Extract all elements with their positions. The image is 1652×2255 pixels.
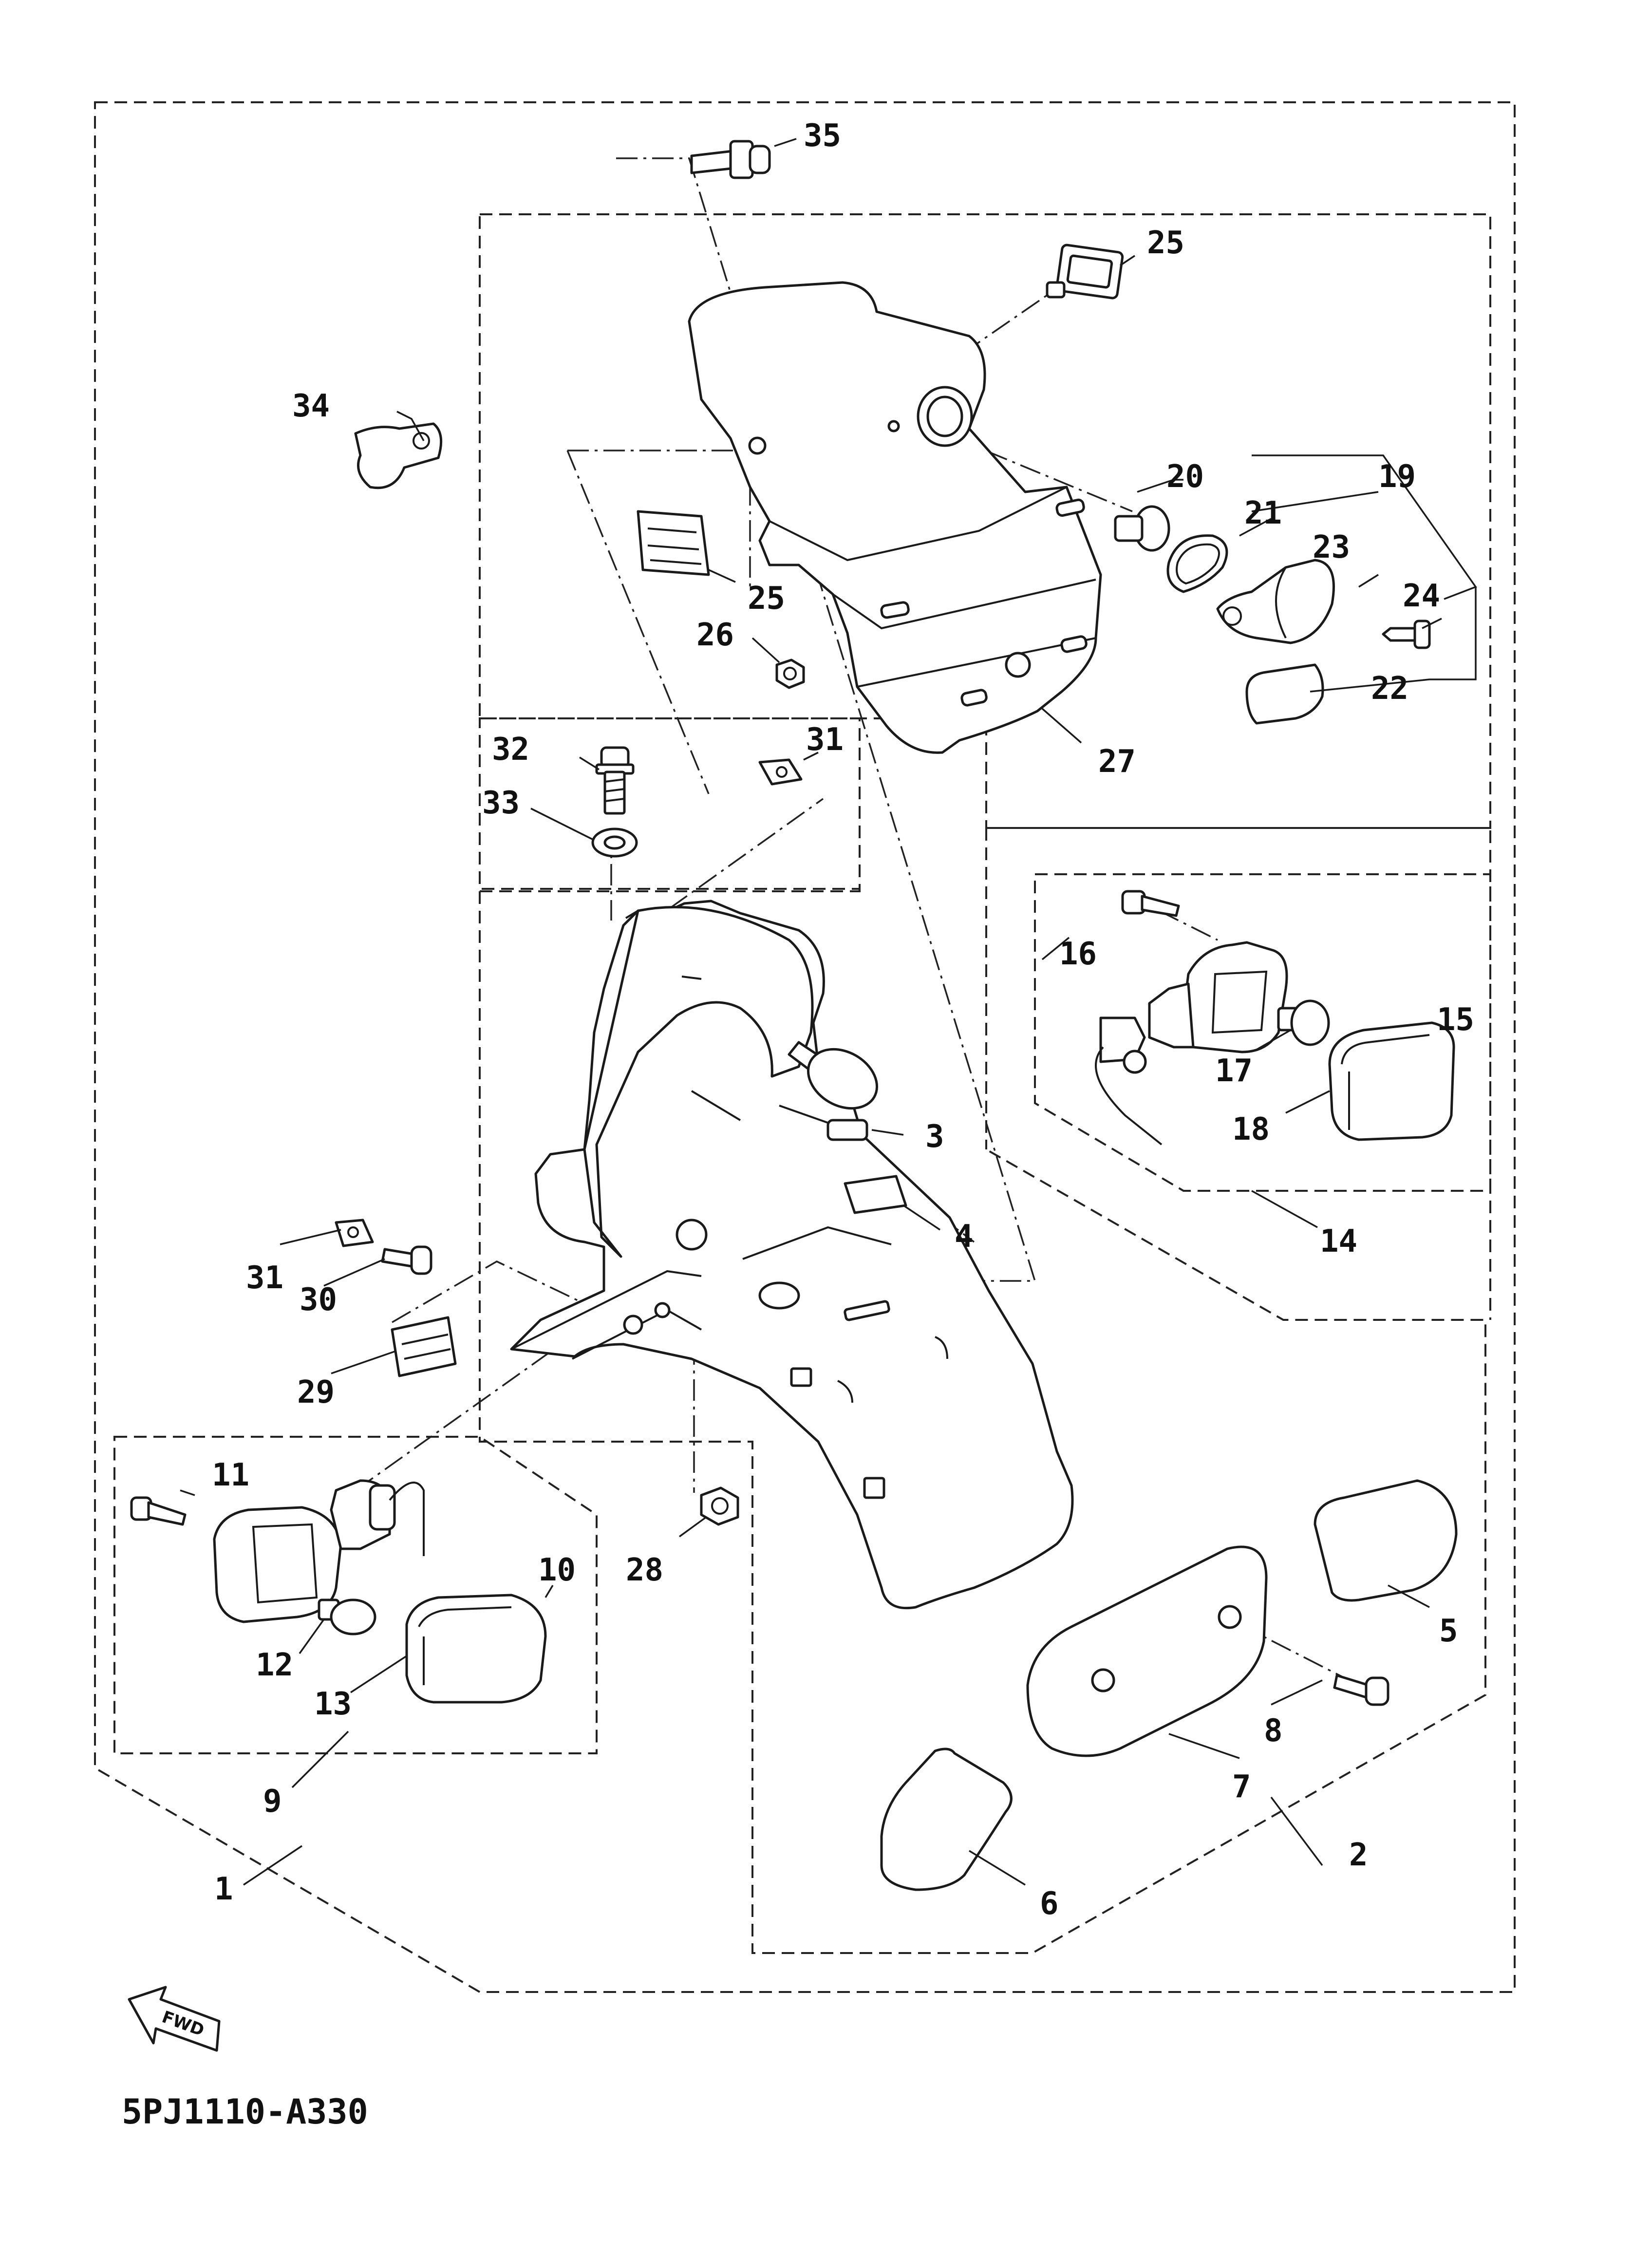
callout-29: 29 bbox=[297, 1374, 335, 1410]
assembly-2-boundary bbox=[479, 889, 1486, 1954]
callout-31-upper: 31 bbox=[806, 722, 844, 758]
callout-5: 5 bbox=[1439, 1613, 1458, 1649]
callout-17: 17 bbox=[1215, 1053, 1253, 1089]
callout-2: 2 bbox=[1349, 1837, 1368, 1873]
nut-28 bbox=[700, 1486, 739, 1526]
callout-3: 3 bbox=[925, 1119, 944, 1155]
callout-15: 15 bbox=[1437, 1002, 1474, 1038]
callout-30: 30 bbox=[300, 1282, 337, 1318]
assembly-14-inner-boundary bbox=[1034, 873, 1491, 1192]
bracket-27 bbox=[688, 281, 1102, 754]
lens-4 bbox=[844, 1175, 907, 1214]
assembly-14-boundary bbox=[985, 827, 1491, 1320]
callout-9: 9 bbox=[263, 1784, 282, 1820]
screw-16 bbox=[1121, 890, 1180, 917]
bolt-32 bbox=[595, 746, 635, 815]
centerline-signal-16 bbox=[1159, 910, 1218, 941]
callout-33: 33 bbox=[482, 785, 520, 821]
turn-signal-14-housing bbox=[1095, 941, 1288, 1146]
lamp-housing-23 bbox=[1216, 559, 1335, 644]
callout-14: 14 bbox=[1320, 1223, 1357, 1259]
bolt-group-boundary bbox=[479, 717, 861, 890]
rear-fender bbox=[510, 900, 1074, 1610]
reference-code: 5PJ1110-A330 bbox=[122, 2092, 368, 2132]
callout-31-lower: 31 bbox=[246, 1260, 283, 1296]
assembly-1-boundary bbox=[94, 101, 1516, 1993]
lens-15 bbox=[1328, 1021, 1455, 1141]
bulb-20 bbox=[1114, 505, 1170, 552]
callout-4: 4 bbox=[955, 1219, 974, 1255]
callout-23: 23 bbox=[1313, 529, 1350, 565]
side-cover-6 bbox=[880, 1748, 1013, 1891]
callout-35: 35 bbox=[804, 118, 841, 154]
reflector-25-upper bbox=[1046, 244, 1124, 300]
gasket-21 bbox=[1166, 534, 1228, 593]
assembly-9-boundary bbox=[113, 1436, 598, 1754]
clip-31-upper bbox=[758, 758, 803, 786]
centerline-bracket-diagonal bbox=[566, 450, 710, 794]
reflector-25-lower bbox=[637, 510, 710, 576]
lens-22 bbox=[1245, 663, 1324, 725]
callout-22: 22 bbox=[1371, 671, 1408, 707]
lens-10 bbox=[405, 1594, 547, 1704]
callout-21: 21 bbox=[1244, 495, 1282, 531]
callout-12: 12 bbox=[256, 1647, 293, 1683]
centerline-clip-31 bbox=[669, 798, 824, 909]
nut-26 bbox=[775, 658, 805, 689]
bulb-12 bbox=[318, 1598, 376, 1635]
callout-labels: 1 2 3 4 5 6 7 8 9 10 11 12 13 14 15 16 1… bbox=[212, 118, 1474, 1922]
assembly-boundaries bbox=[94, 101, 1516, 1993]
bulb-3 bbox=[788, 1041, 879, 1141]
callout-18: 18 bbox=[1232, 1111, 1270, 1147]
callout-28: 28 bbox=[626, 1552, 663, 1588]
callout-19: 19 bbox=[1378, 459, 1416, 495]
callout-25-lower: 25 bbox=[748, 581, 785, 617]
screw-30 bbox=[381, 1245, 432, 1275]
screw-24 bbox=[1382, 620, 1431, 649]
callout-27: 27 bbox=[1098, 744, 1136, 780]
centerline-signal-9 bbox=[355, 1334, 576, 1491]
callout-7: 7 bbox=[1232, 1769, 1251, 1805]
callout-24: 24 bbox=[1403, 578, 1440, 614]
callout-25-upper: 25 bbox=[1147, 225, 1184, 261]
callout-11: 11 bbox=[212, 1457, 249, 1493]
bulb-17 bbox=[1277, 999, 1330, 1046]
callout-32: 32 bbox=[492, 732, 529, 768]
callout-34: 34 bbox=[292, 388, 330, 424]
callout-13: 13 bbox=[314, 1686, 352, 1722]
callout-20: 20 bbox=[1166, 459, 1204, 495]
turn-signal-9-housing bbox=[213, 1479, 425, 1623]
callout-6: 6 bbox=[1040, 1886, 1059, 1922]
callout-16: 16 bbox=[1059, 936, 1097, 972]
reflector-29 bbox=[391, 1316, 457, 1377]
washer-33 bbox=[591, 827, 638, 858]
parts bbox=[130, 140, 1458, 1891]
leader-lines bbox=[180, 138, 1477, 1886]
clamp-34 bbox=[354, 422, 443, 489]
callout-10: 10 bbox=[538, 1552, 576, 1588]
callout-26: 26 bbox=[696, 617, 734, 653]
callout-8: 8 bbox=[1264, 1713, 1283, 1749]
callout-1: 1 bbox=[214, 1871, 233, 1907]
bolt-35 bbox=[690, 140, 771, 179]
side-cover-5 bbox=[1314, 1479, 1458, 1602]
screw-8 bbox=[1333, 1674, 1389, 1706]
fwd-arrow-icon: FWD bbox=[128, 1986, 221, 2052]
screw-11 bbox=[130, 1496, 187, 1526]
rear-cover-7 bbox=[1026, 1545, 1268, 1757]
clip-31-lower bbox=[335, 1219, 374, 1247]
